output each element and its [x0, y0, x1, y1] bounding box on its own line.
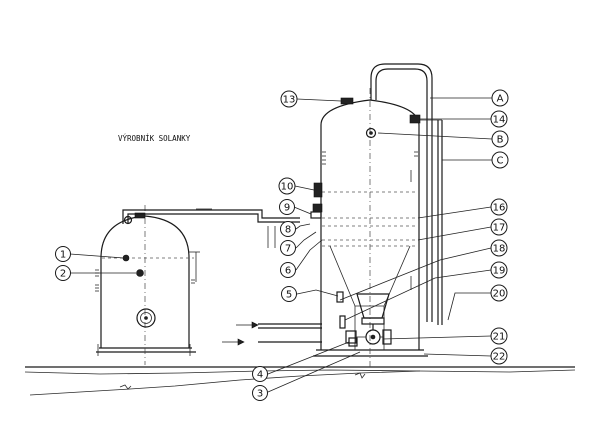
- callout-19: 19: [490, 261, 508, 279]
- svg-text:6: 6: [285, 266, 291, 277]
- riser-pipe: [370, 63, 443, 325]
- callout-2: 2: [55, 265, 71, 281]
- connecting-pipe: [122, 208, 300, 248]
- callout-1: 1: [55, 246, 71, 262]
- callout-4: 4: [252, 366, 268, 382]
- svg-text:C: C: [497, 156, 504, 167]
- svg-text:10: 10: [281, 182, 294, 193]
- inlet-pipes: [222, 321, 322, 346]
- svg-text:2: 2: [60, 269, 66, 280]
- svg-text:7: 7: [285, 244, 291, 255]
- callout-C: C: [491, 151, 509, 169]
- svg-text:16: 16: [493, 203, 506, 214]
- svg-text:9: 9: [284, 203, 290, 214]
- svg-text:20: 20: [493, 289, 506, 300]
- callout-6: 6: [280, 262, 296, 278]
- svg-text:13: 13: [283, 95, 296, 106]
- callout-17: 17: [490, 218, 508, 236]
- callout-20: 20: [490, 284, 508, 302]
- callout-22: 22: [490, 347, 508, 365]
- callout-7: 7: [280, 240, 296, 256]
- callout-A: A: [491, 89, 509, 107]
- diagram-title: VÝROBNÍK SOLANKY: [118, 134, 191, 143]
- svg-text:8: 8: [285, 225, 291, 236]
- svg-text:4: 4: [257, 370, 263, 381]
- callout-5: 5: [281, 286, 297, 302]
- svg-text:22: 22: [493, 352, 506, 363]
- svg-text:3: 3: [257, 389, 263, 400]
- callout-3: 3: [252, 385, 268, 401]
- brine-tank: [310, 88, 428, 368]
- pump-unit: [345, 293, 392, 345]
- callout-B: B: [491, 130, 509, 148]
- callout-21: 21: [490, 327, 508, 345]
- svg-text:17: 17: [493, 223, 506, 234]
- svg-text:14: 14: [493, 115, 506, 126]
- leader-lines: [69, 97, 493, 393]
- callout-16: 16: [490, 198, 508, 216]
- callout-18: 18: [490, 239, 508, 257]
- svg-text:5: 5: [286, 290, 292, 301]
- callout-13: 13: [280, 90, 298, 108]
- callout-14: 14: [490, 110, 508, 128]
- svg-text:19: 19: [493, 266, 506, 277]
- svg-text:B: B: [497, 135, 504, 146]
- callout-8: 8: [280, 221, 296, 237]
- ground-line: [24, 366, 576, 396]
- callout-9: 9: [279, 199, 295, 215]
- storage-tank: [95, 205, 200, 365]
- svg-text:1: 1: [60, 250, 66, 261]
- svg-text:18: 18: [493, 244, 506, 255]
- callout-10: 10: [278, 177, 296, 195]
- svg-text:A: A: [497, 94, 504, 105]
- svg-text:21: 21: [493, 332, 506, 343]
